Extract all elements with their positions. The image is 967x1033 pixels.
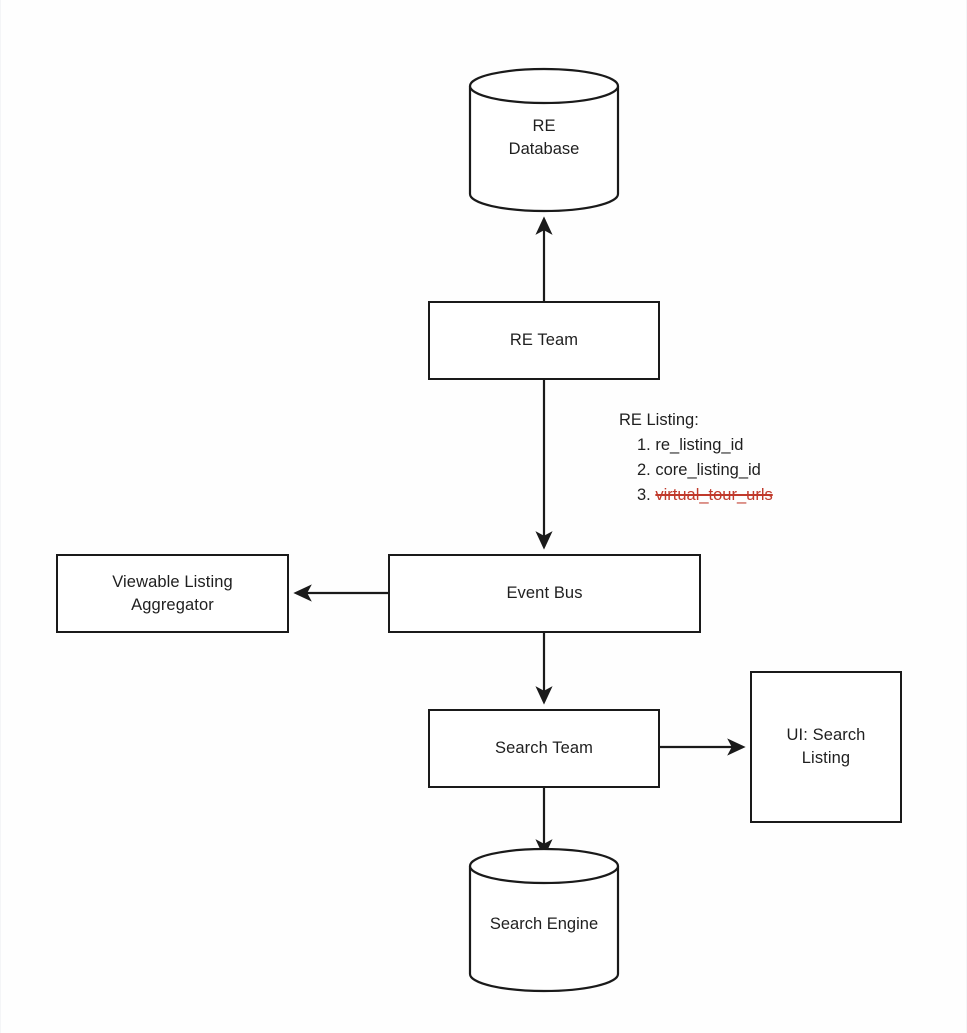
node-event-bus[interactable]: Event Bus bbox=[388, 554, 701, 633]
annotation-item-number: 3. bbox=[637, 486, 651, 504]
node-label-re-database-line2: Database bbox=[508, 139, 580, 158]
node-search-team[interactable]: Search Team bbox=[428, 709, 660, 788]
annotation-title: RE Listing: bbox=[619, 411, 699, 429]
node-label-viewable-aggregator-line1: Viewable Listing bbox=[112, 572, 233, 591]
node-label-re-team: RE Team bbox=[509, 331, 579, 350]
node-label-viewable-aggregator-line2: Aggregator bbox=[131, 595, 214, 614]
node-search-engine[interactable]: Search Engine bbox=[468, 847, 620, 993]
node-label-event-bus: Event Bus bbox=[506, 584, 583, 603]
cylinder-shape-search-engine bbox=[468, 847, 620, 993]
node-label-search-team: Search Team bbox=[494, 739, 593, 758]
annotation-list-item: 2. core_listing_id bbox=[637, 458, 773, 483]
annotation-item-number: 1. bbox=[637, 436, 651, 454]
annotation-item-number: 2. bbox=[637, 461, 651, 479]
node-label-search-engine: Search Engine bbox=[489, 915, 599, 933]
node-label-ui-search-listing-line1: UI: Search bbox=[786, 726, 866, 745]
annotation-field-list: 1. re_listing_id 2. core_listing_id 3. v… bbox=[619, 433, 773, 508]
cylinder-shape-re-database bbox=[468, 67, 620, 213]
annotation-list-item: 3. virtual_tour_urls bbox=[637, 483, 773, 508]
node-ui-search-listing[interactable]: UI: Search Listing bbox=[750, 671, 902, 823]
annotation-item-field: re_listing_id bbox=[655, 436, 744, 454]
node-re-team[interactable]: RE Team bbox=[428, 301, 660, 380]
node-label-ui-search-listing-line2: Listing bbox=[801, 749, 851, 767]
annotation-list-item: 1. re_listing_id bbox=[637, 433, 773, 458]
annotation-item-field-removed: virtual_tour_urls bbox=[655, 486, 773, 504]
node-re-database[interactable]: RE Database bbox=[468, 67, 620, 213]
node-label-re-database-line1: RE bbox=[532, 117, 556, 135]
annotation-re-listing: RE Listing: 1. re_listing_id 2. core_lis… bbox=[619, 408, 773, 508]
annotation-item-field: core_listing_id bbox=[655, 461, 761, 479]
node-viewable-listing-aggregator[interactable]: Viewable Listing Aggregator bbox=[56, 554, 289, 633]
